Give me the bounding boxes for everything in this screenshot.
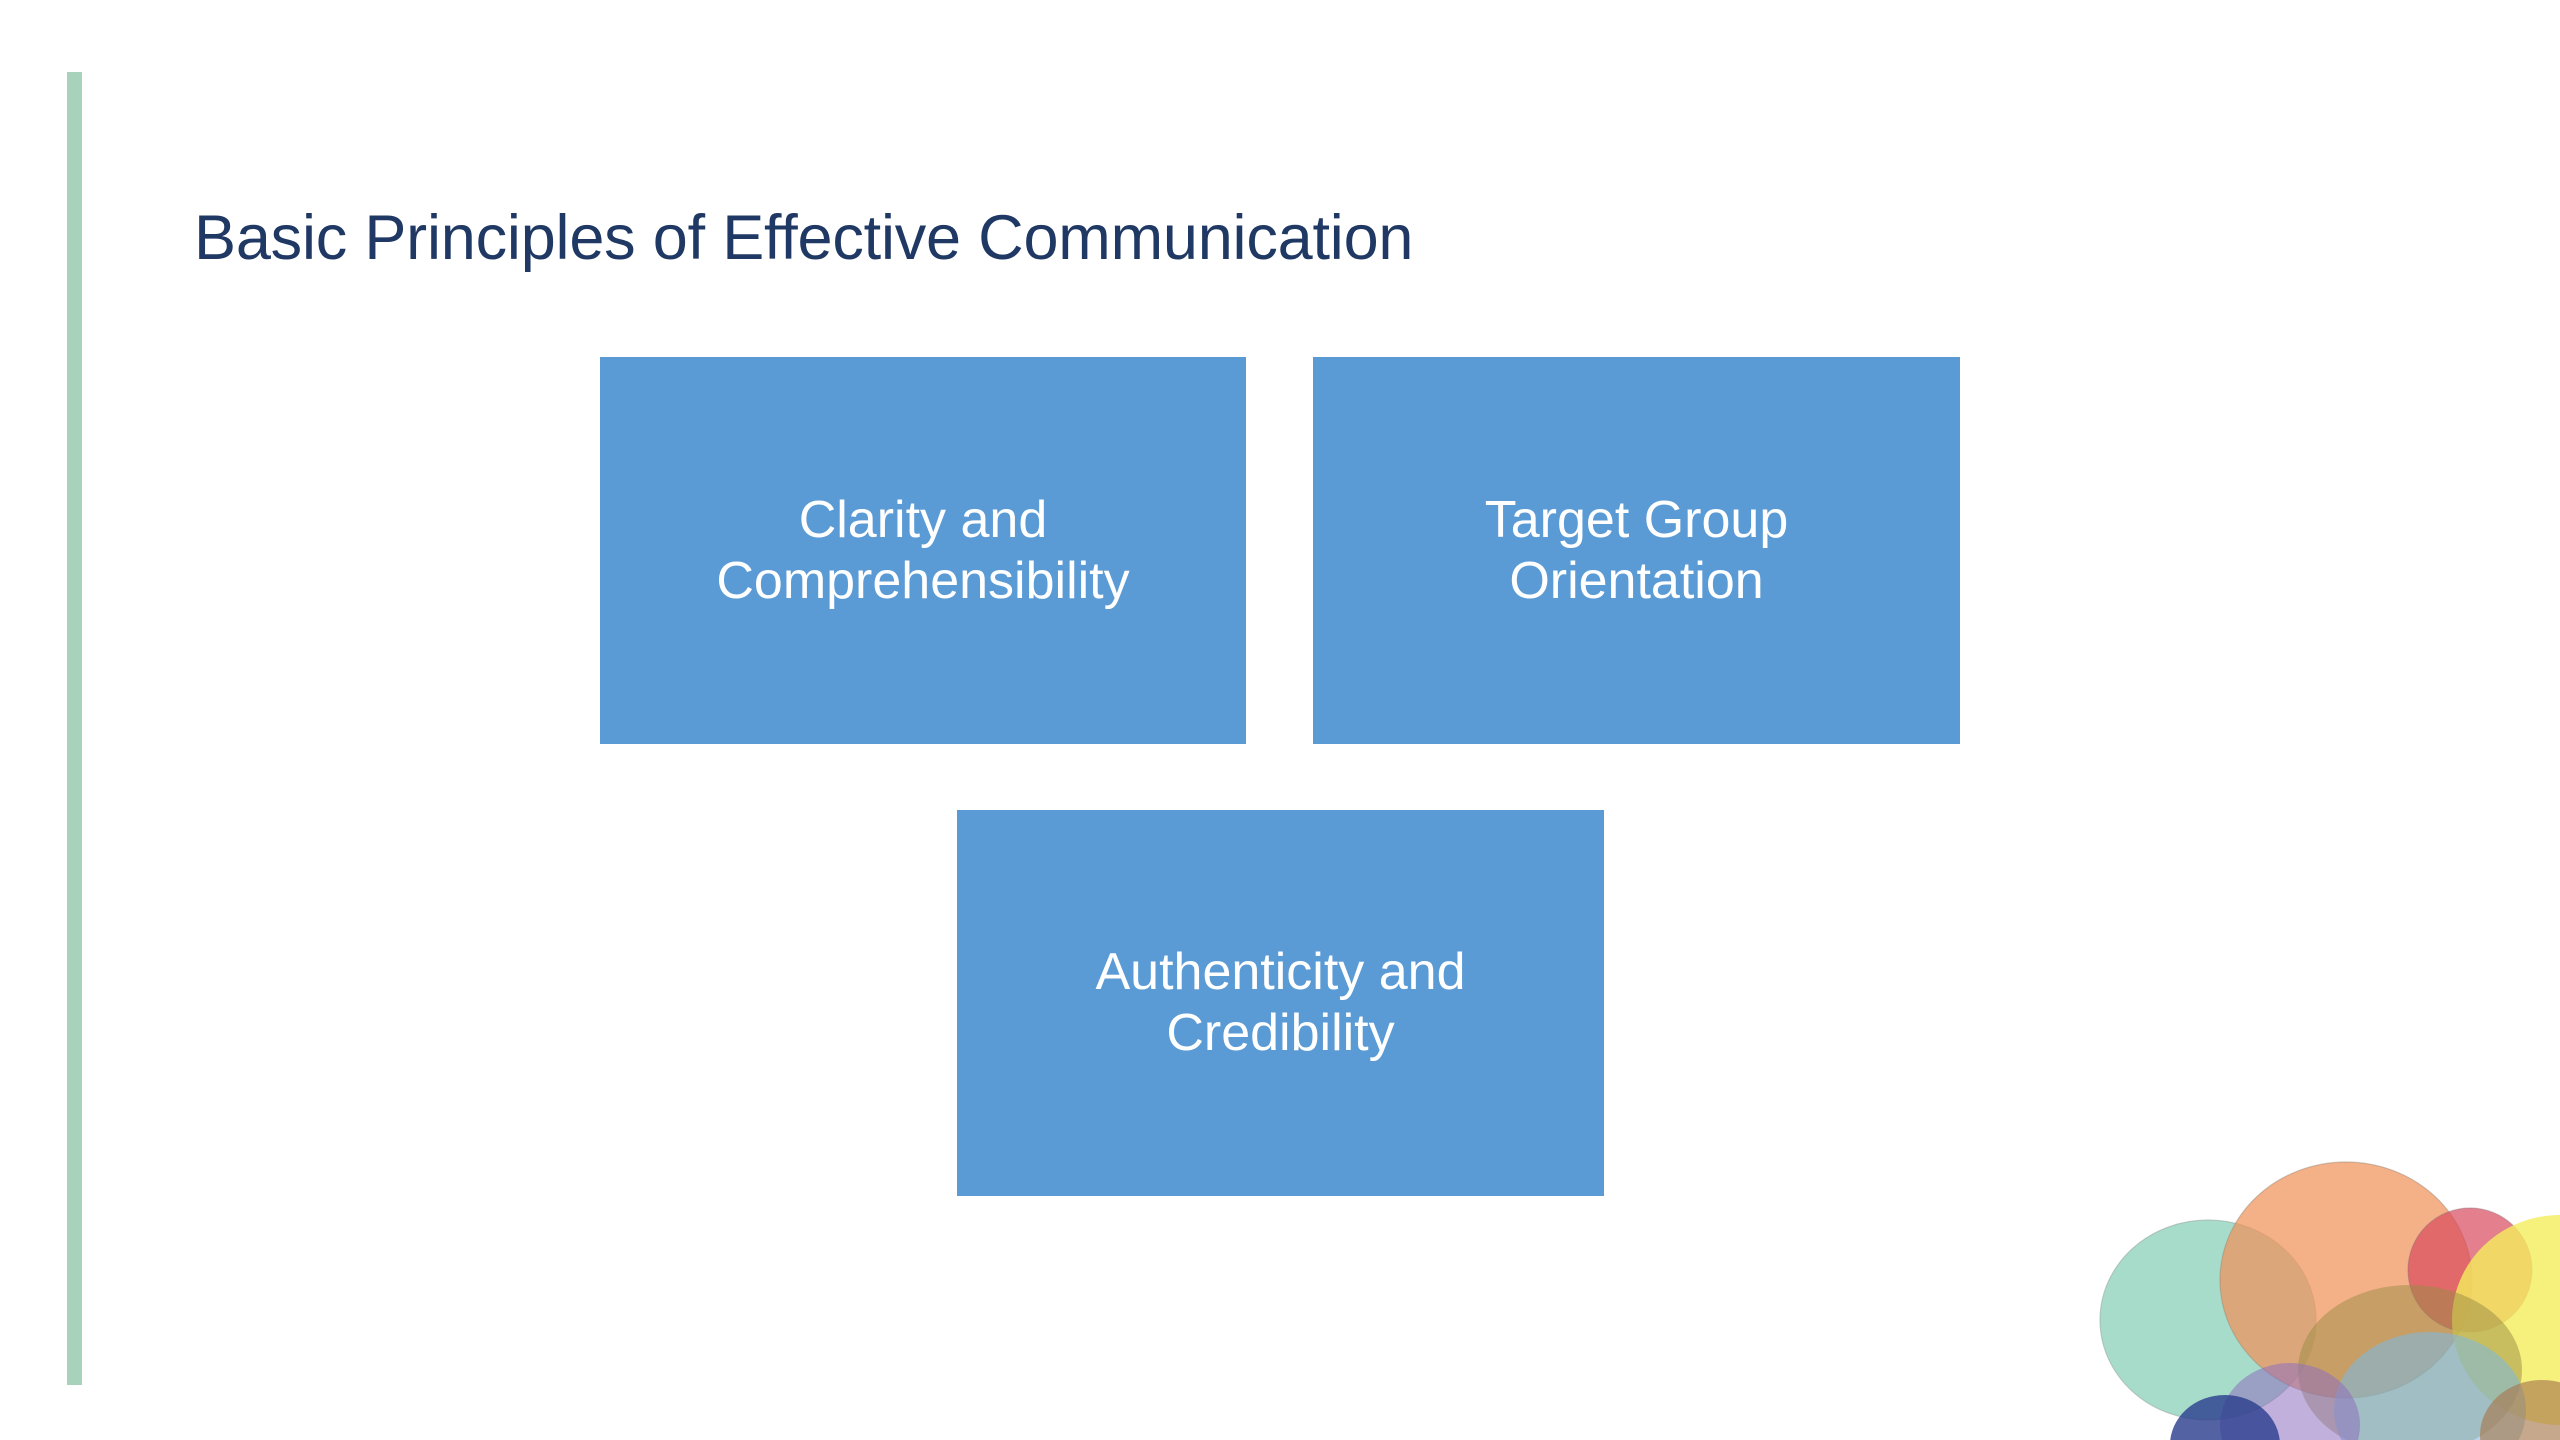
teal-bubble (2099, 1219, 2317, 1421)
bubble-cluster-svg (2099, 1161, 2560, 1440)
light-blue-bubble (2334, 1332, 2526, 1440)
brown-bubble (2480, 1380, 2560, 1440)
orange-bubble (2219, 1161, 2473, 1399)
red-bubble (2407, 1207, 2533, 1333)
page-title: Basic Principles of Effective Communicat… (194, 203, 1414, 274)
left-accent-bar (67, 72, 82, 1385)
purple-bubble (2220, 1363, 2360, 1440)
principle-box-target-group[interactable]: Target Group Orientation (1313, 357, 1960, 744)
principle-label-clarity: Clarity and Comprehensibility (716, 490, 1130, 610)
principle-label-target-group: Target Group Orientation (1484, 490, 1789, 610)
olive-bubble (2298, 1285, 2522, 1440)
navy-bubble (2170, 1395, 2280, 1440)
bubble-cluster-decoration (2090, 1080, 2560, 1440)
principle-box-authenticity[interactable]: Authenticity and Credibility (957, 810, 1604, 1196)
yellow-bubble (2452, 1215, 2560, 1425)
principle-label-authenticity: Authenticity and Credibility (1095, 943, 1466, 1062)
principle-box-clarity[interactable]: Clarity and Comprehensibility (600, 357, 1246, 744)
